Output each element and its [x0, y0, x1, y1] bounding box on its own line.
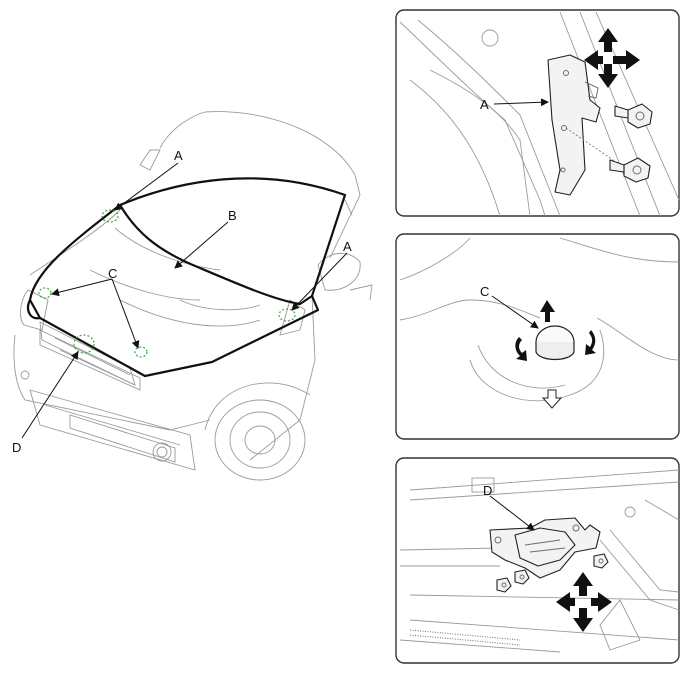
latch-bolt-1 — [496, 577, 512, 593]
label-a-upper: A — [174, 148, 183, 163]
hinge-label-a: A — [480, 97, 489, 112]
latch-highlight — [73, 334, 95, 354]
bumper-label-c: C — [480, 284, 489, 299]
label-d: D — [12, 440, 21, 455]
main-vehicle-view: A B A C D — [12, 111, 373, 481]
hood-rubber-bumper — [535, 325, 575, 361]
push-down-arrow — [541, 389, 563, 409]
rotate-left-arrow — [515, 337, 527, 361]
detail-panel-bumper: C — [395, 233, 680, 440]
label-a-right: A — [343, 239, 352, 254]
hood-outline — [28, 203, 320, 378]
hinge-bolt-lower — [609, 157, 651, 183]
hinge-mount-highlight-right — [278, 308, 296, 322]
bumper-highlight-right — [134, 346, 148, 358]
bumper-highlight-left — [38, 287, 52, 299]
detail-panel-hinge: A — [395, 9, 680, 217]
rotate-right-arrow — [585, 330, 596, 355]
label-b: B — [228, 208, 237, 223]
adjust-direction-arrows — [584, 28, 640, 88]
hinge-bolt-upper — [614, 103, 653, 129]
hood-latch-assembly — [489, 517, 601, 579]
latch-bolt-3 — [593, 553, 609, 569]
hood-hinge-bracket — [547, 54, 601, 196]
rotate-up-arrow — [540, 300, 555, 322]
latch-adjust-arrows — [556, 572, 612, 632]
detail-panel-latch: D — [395, 457, 680, 664]
latch-bolt-2 — [514, 569, 530, 585]
latch-label-d: D — [483, 483, 492, 498]
hinge-mount-highlight-left — [101, 209, 119, 223]
label-c: C — [108, 266, 117, 281]
